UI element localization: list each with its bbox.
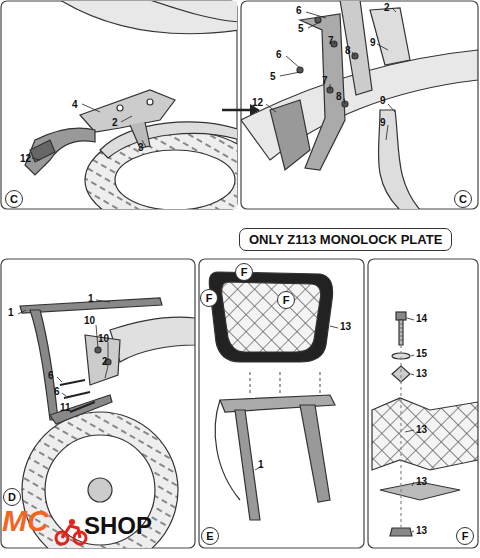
callout-number: 10 — [84, 316, 95, 326]
callout-number: 9 — [380, 96, 386, 106]
callout-number: 14 — [416, 314, 427, 324]
callout-number: 1 — [258, 460, 264, 470]
panel-letter: F — [456, 527, 474, 545]
callout-number: 9 — [380, 118, 386, 128]
node-text: F — [462, 530, 469, 542]
callout-number: 13 — [416, 425, 427, 435]
callout-number: 8 — [336, 92, 342, 102]
panel-letter: E — [201, 527, 219, 545]
callout-number: 13 — [340, 322, 351, 332]
node-text: D — [8, 491, 16, 503]
callout-number: 6 — [48, 371, 54, 381]
callout-number: 2 — [384, 3, 390, 13]
panel-letter: F — [235, 263, 253, 281]
callout-number: 7 — [328, 36, 334, 46]
node-text: F — [241, 266, 248, 278]
callout-number: 6 — [296, 6, 302, 16]
callout-number: 7 — [322, 76, 328, 86]
callout-number: 11 — [60, 403, 71, 413]
callout-number: 12 — [20, 154, 31, 164]
panel-letter: F — [277, 291, 295, 309]
callout-number: 4 — [72, 100, 78, 110]
note-banner: ONLY Z113 MONOLOCK PLATE — [239, 228, 452, 251]
callout-number: 6 — [276, 50, 282, 60]
panel-letter: D — [3, 488, 21, 506]
node-text: ONLY Z113 MONOLOCK PLATE — [249, 232, 442, 247]
panel-letter: F — [200, 289, 218, 307]
callout-number: 9 — [370, 38, 376, 48]
callout-number: 2 — [102, 357, 108, 367]
node-text: F — [283, 294, 290, 306]
node-text: E — [206, 530, 213, 542]
callout-number: 13 — [416, 477, 427, 487]
callout-number: 1 — [88, 294, 94, 304]
watermark-logo: SHOP — [84, 514, 152, 538]
callout-number: 2 — [112, 118, 118, 128]
callout-number: 12 — [252, 98, 263, 108]
node-text: F — [206, 292, 213, 304]
callout-number: 3 — [138, 143, 144, 153]
panel-letter: C — [5, 190, 23, 208]
node-text: C — [10, 193, 18, 205]
watermark-logo: MC — [2, 506, 49, 536]
callout-number: 15 — [416, 349, 427, 359]
panel-letter: C — [454, 190, 472, 208]
callout-number: 13 — [416, 369, 427, 379]
callout-number: 13 — [416, 526, 427, 536]
node-text: C — [459, 193, 467, 205]
callout-number: 5 — [298, 24, 304, 34]
callout-number: 5 — [270, 72, 276, 82]
callout-number: 8 — [345, 46, 351, 56]
callout-number: 6 — [54, 387, 60, 397]
callout-number: 10 — [98, 334, 109, 344]
callout-number: 1 — [8, 308, 14, 318]
